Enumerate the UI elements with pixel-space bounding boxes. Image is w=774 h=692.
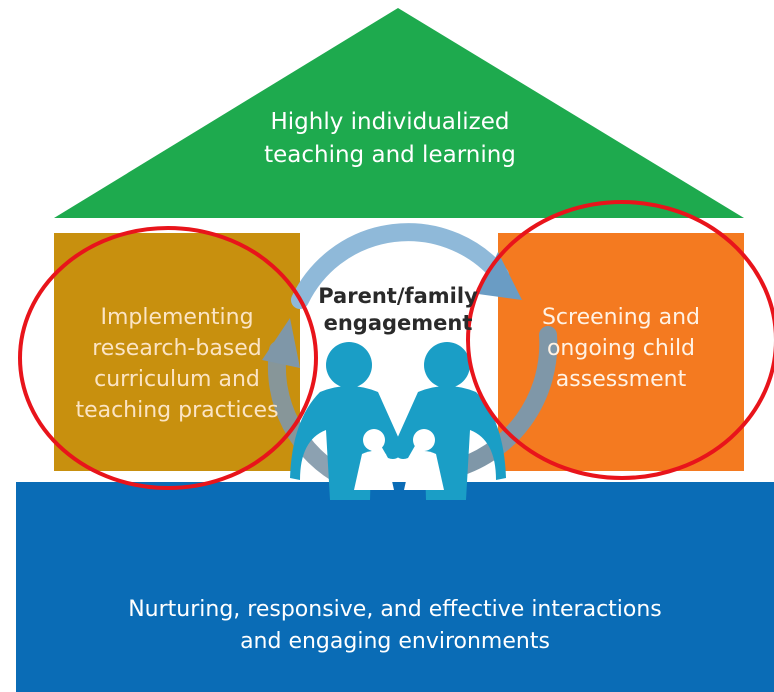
roof-label-line-1: Highly individualized bbox=[270, 109, 510, 135]
center-label-line-2: engagement bbox=[323, 311, 473, 335]
right-pillar-line-1: Screening and bbox=[541, 305, 701, 330]
right-pillar-line-3: assessment bbox=[555, 367, 687, 392]
foundation-label-line-2: and engaging environments bbox=[240, 629, 550, 654]
roof-label-line-2: teaching and learning bbox=[264, 142, 516, 168]
left-pillar-line-1: Implementing bbox=[100, 305, 254, 330]
left-pillar-label: Implementing research-based curriculum a… bbox=[54, 302, 300, 426]
foundation-label: Nurturing, responsive, and effective int… bbox=[16, 594, 774, 658]
right-highlight-ellipse bbox=[466, 200, 774, 480]
right-pillar bbox=[498, 233, 744, 471]
foundation-label-line-1: Nurturing, responsive, and effective int… bbox=[128, 597, 662, 622]
right-pillar-label: Screening and ongoing child assessment bbox=[512, 302, 730, 395]
left-pillar bbox=[54, 233, 300, 471]
foundation-band bbox=[16, 482, 774, 692]
roof-triangle bbox=[54, 8, 744, 218]
left-pillar-line-2: research-based bbox=[92, 336, 262, 361]
center-label: Parent/family engagement bbox=[298, 283, 498, 337]
left-pillar-line-3: curriculum and bbox=[94, 367, 260, 392]
family-figures-icon bbox=[290, 342, 506, 500]
right-pillar-line-2: ongoing child bbox=[546, 336, 696, 361]
left-pillar-line-4: teaching practices bbox=[75, 398, 279, 423]
roof-label: Highly individualized teaching and learn… bbox=[180, 106, 600, 172]
center-label-line-1: Parent/family bbox=[318, 284, 478, 308]
left-highlight-ellipse bbox=[18, 226, 318, 490]
